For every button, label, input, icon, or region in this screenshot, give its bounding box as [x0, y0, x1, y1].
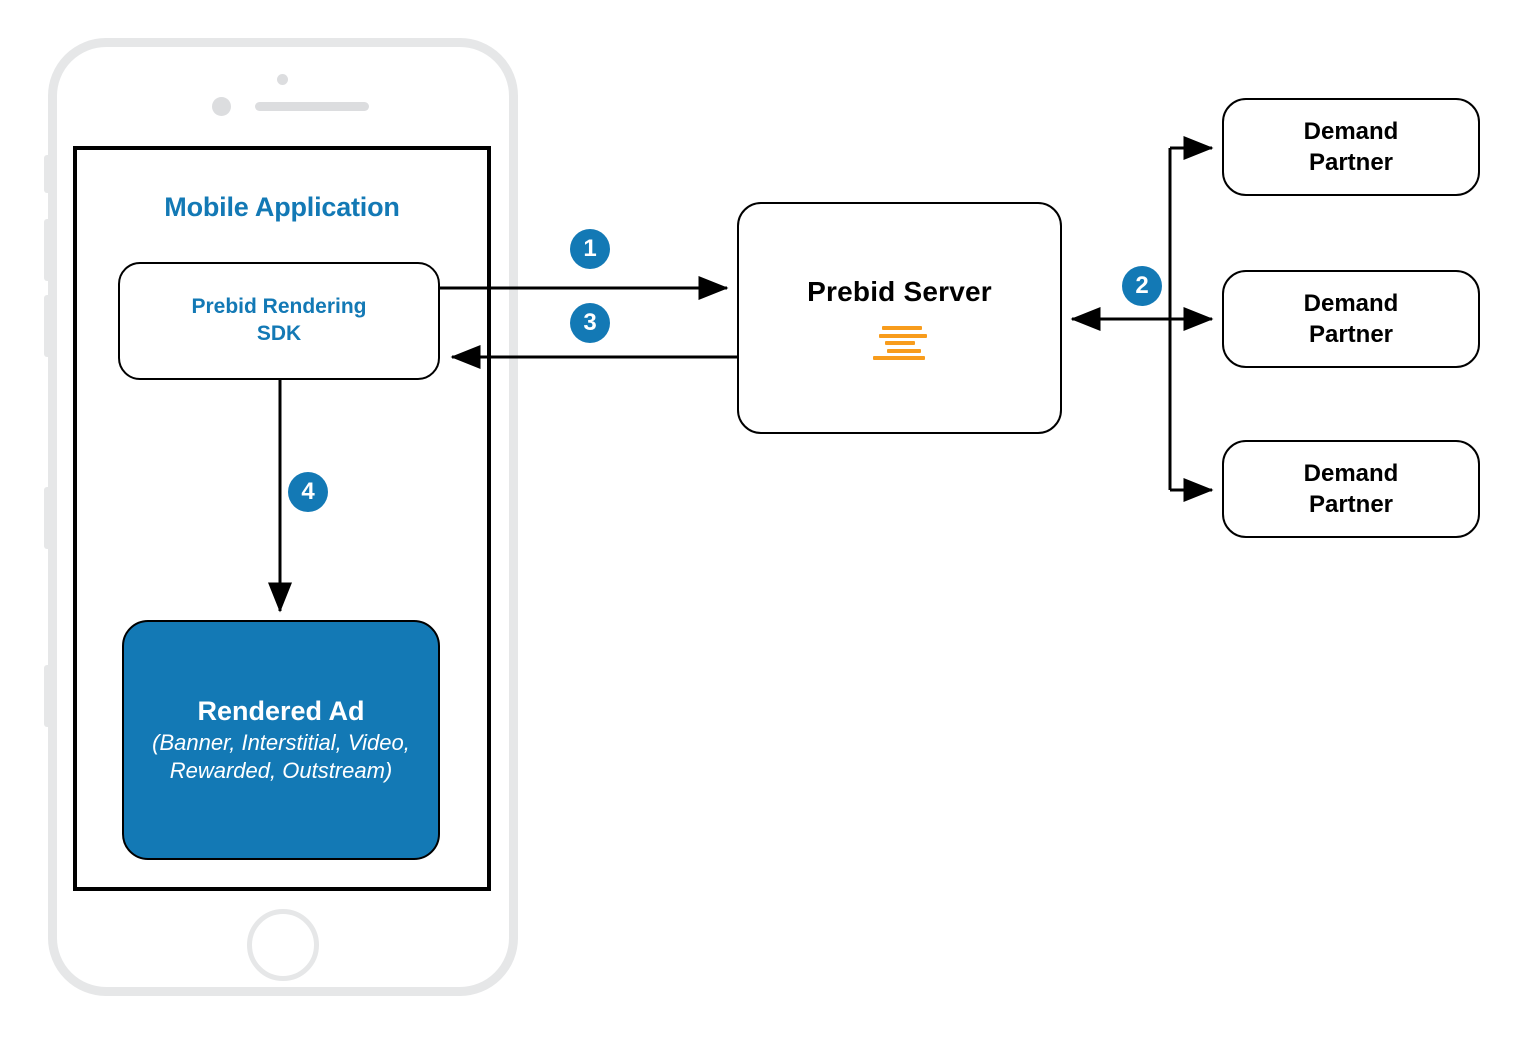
phone-volume-down-button[interactable]	[44, 295, 49, 357]
prebid-server-node[interactable]: Prebid Server	[737, 202, 1062, 434]
demand-partner-1-line-2: Partner	[1308, 149, 1394, 176]
demand-partner-3-line-1: Demand	[1303, 459, 1399, 487]
sdk-label-line-1: Prebid Rendering	[191, 295, 367, 319]
prebid-rendering-sdk-node[interactable]: Prebid Rendering SDK	[118, 262, 440, 380]
phone-home-button[interactable]	[247, 909, 319, 981]
mobile-application-title: Mobile Application	[164, 192, 400, 222]
rendered-ad-subtitle-line-1: (Banner, Interstitial, Video,	[152, 729, 410, 755]
step-badge-4: 4	[288, 472, 328, 512]
phone-mute-switch[interactable]	[44, 155, 49, 193]
phone-lower-side-button[interactable]	[44, 665, 49, 727]
demand-partner-2-line-1: Demand	[1303, 289, 1399, 317]
phone-front-camera-icon	[277, 74, 288, 85]
rendered-ad-subtitle-line-2: Rewarded, Outstream)	[169, 757, 393, 783]
step-badge-3: 3	[570, 303, 610, 343]
phone-volume-up-button[interactable]	[44, 219, 49, 281]
demand-partner-node-1[interactable]: Demand Partner	[1222, 98, 1480, 196]
phone-power-button[interactable]	[44, 487, 49, 549]
prebid-server-title: Prebid Server	[807, 276, 992, 307]
demand-partner-3-line-2: Partner	[1308, 491, 1394, 518]
step-badge-1: 1	[570, 229, 610, 269]
rendered-ad-title: Rendered Ad	[197, 695, 365, 726]
rendered-ad-node[interactable]: Rendered Ad (Banner, Interstitial, Video…	[122, 620, 440, 860]
sdk-label-line-2: SDK	[256, 322, 302, 345]
phone-earpiece-speaker-icon	[255, 102, 369, 111]
demand-partner-1-line-1: Demand	[1303, 117, 1399, 145]
step-badge-2: 2	[1122, 266, 1162, 306]
connector-step-2	[1070, 136, 1214, 502]
demand-partner-node-2[interactable]: Demand Partner	[1222, 270, 1480, 368]
prebid-logo-icon	[872, 326, 927, 360]
demand-partner-2-line-2: Partner	[1308, 321, 1394, 348]
demand-partner-node-3[interactable]: Demand Partner	[1222, 440, 1480, 538]
phone-sensor-dot-icon	[212, 97, 231, 116]
